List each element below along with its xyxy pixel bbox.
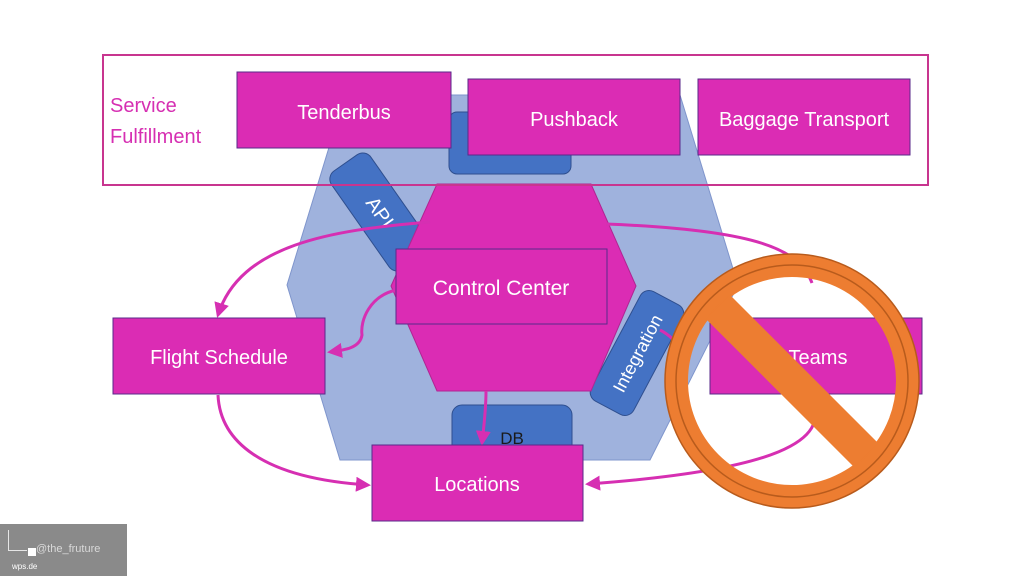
pushback-label: Pushback [530, 109, 619, 131]
service-fulfillment-frame [102, 54, 929, 186]
footer-handle: @the_fruture [36, 543, 101, 555]
service-label-line2: Fulfillment [110, 126, 202, 148]
db-port-label: DB [500, 429, 524, 448]
logo-mark-icon [8, 530, 27, 551]
arrow-control-center-to-locations [475, 390, 491, 446]
tenderbus-label: Tenderbus [297, 102, 390, 124]
flight-schedule-box [112, 317, 326, 395]
flight-schedule-label: Flight Schedule [150, 347, 288, 369]
prohibition-icon [664, 253, 920, 509]
control-center-label: Control Center [433, 277, 570, 300]
locations-label: Locations [434, 474, 520, 496]
footer-logo: @the_fruture wps.de [0, 524, 127, 576]
teams-label: Teams [789, 347, 848, 369]
pushback-box [467, 78, 681, 156]
locations-box [371, 444, 584, 522]
tenderbus-box [236, 71, 452, 149]
baggage-transport-box [697, 78, 911, 156]
arrow-control-center-to-flight-schedule [327, 288, 397, 358]
footer-site: wps.de [12, 562, 38, 571]
service-label-line1: Service [110, 95, 177, 117]
control-center-box [395, 248, 608, 325]
arrow-flight-schedule-to-locations [216, 394, 371, 492]
baggage-transport-label: Baggage Transport [719, 109, 890, 131]
logo-square-icon [28, 548, 36, 556]
service-fulfillment-label: Service Fulfillment [110, 95, 202, 148]
